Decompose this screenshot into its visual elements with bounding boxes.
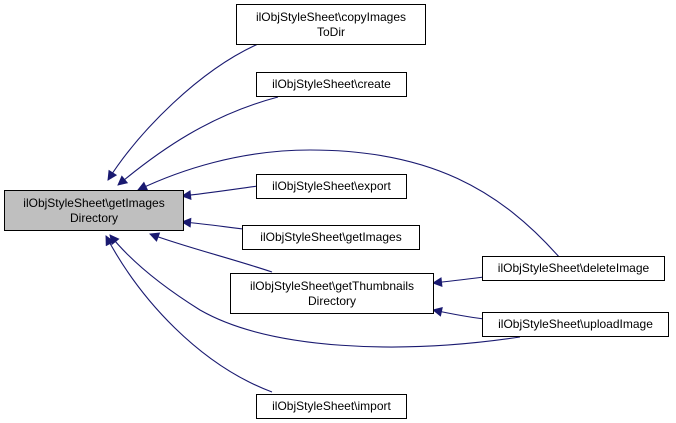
node-get-images-directory: ilObjStyleSheet\getImages Directory (4, 190, 184, 231)
node-import[interactable]: ilObjStyleSheet\import (256, 394, 407, 419)
edge-import (105, 235, 273, 393)
node-get-thumbnails-directory[interactable]: ilObjStyleSheet\getThumbnails Directory (230, 273, 434, 314)
node-get-images[interactable]: ilObjStyleSheet\getImages (242, 225, 420, 250)
edge-upload-image-to-focus (109, 234, 521, 348)
node-export[interactable]: ilObjStyleSheet\export (256, 174, 407, 199)
edge-get-thumbnails-directory (149, 232, 273, 273)
edge-export (181, 185, 259, 201)
edge-upload-image-to-thumbnails (432, 306, 485, 320)
edge-delete-image-to-thumbnails (432, 276, 485, 288)
edge-copy-images-to-dir (107, 43, 259, 181)
node-copy-images-to-dir[interactable]: ilObjStyleSheet\copyImages ToDir (236, 4, 426, 45)
node-upload-image[interactable]: ilObjStyleSheet\uploadImage (482, 312, 669, 337)
edge-delete-image-to-focus (137, 149, 561, 259)
edge-create (117, 96, 279, 186)
node-delete-image[interactable]: ilObjStyleSheet\deleteImage (482, 256, 665, 281)
node-create[interactable]: ilObjStyleSheet\create (256, 72, 407, 97)
edge-get-images (181, 217, 244, 230)
